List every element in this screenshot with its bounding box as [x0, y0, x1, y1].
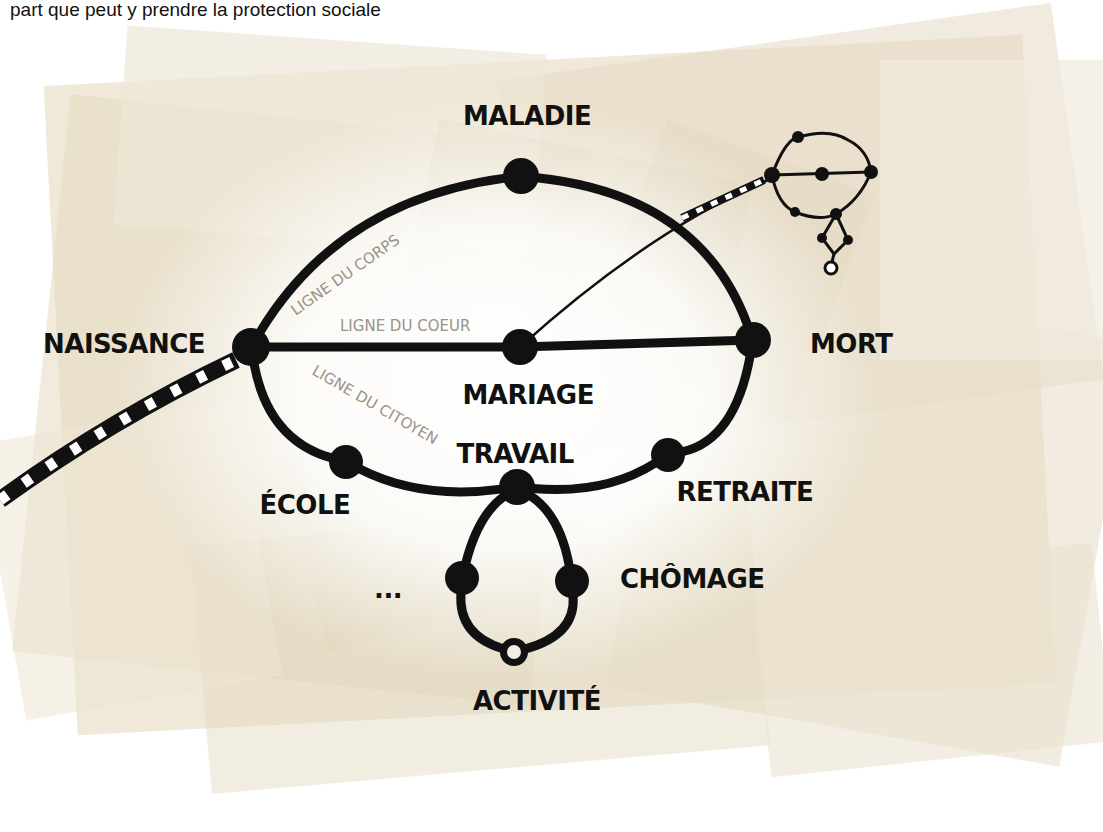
life-line: [683, 356, 751, 452]
life-line: [260, 178, 505, 332]
event-dot: ...: [445, 561, 479, 595]
event-label: MARIAGE: [463, 381, 594, 411]
timeline-dashed: [0, 360, 236, 500]
small-dashed-line: [682, 180, 764, 218]
event-dot: MALADIE: [503, 158, 539, 194]
event-dot: CHÔMAGE: [555, 564, 589, 598]
event-ring: ACTIVITÉ: [500, 638, 528, 666]
event-label: ...: [374, 575, 402, 605]
event-label: NAISSANCE: [43, 330, 205, 360]
event-label: ACTIVITÉ: [473, 687, 601, 717]
event-label: MALADIE: [463, 102, 591, 132]
event-dot: ÉCOLE: [329, 445, 363, 479]
line-label: LIGNE DU COEUR: [340, 317, 470, 335]
event-dot: MORT: [735, 322, 771, 358]
life-line: [268, 343, 504, 352]
event-dot: MARIAGE: [502, 329, 538, 365]
event-label: CHÔMAGE: [620, 565, 765, 595]
life-line: [530, 496, 569, 567]
event-label: TRAVAIL: [457, 440, 574, 470]
life-line: [466, 496, 504, 563]
event-label: RETRAITE: [677, 478, 814, 508]
event-dot: RETRAITE: [651, 438, 685, 472]
small-dashed-dashes: [682, 180, 764, 218]
center-glow: [120, 100, 880, 680]
life-line: [526, 596, 574, 649]
mini-diagram: [764, 131, 878, 274]
line-label: LIGNE DU CITOYEN: [309, 362, 441, 449]
life-line: [536, 340, 737, 346]
note-text: part que peut y prendre la protection so…: [10, 0, 381, 21]
line-label: LIGNE DU CORPS: [287, 231, 403, 319]
life-line: [537, 178, 748, 325]
event-label: MORT: [810, 330, 893, 360]
timeline-dashes: [0, 360, 236, 500]
life-line: [359, 469, 501, 492]
life-line: [461, 593, 503, 649]
paper-patches: [0, 3, 1103, 794]
event-label: ÉCOLE: [260, 491, 351, 521]
event-dot: NAISSANCE: [232, 328, 270, 366]
event-dot: TRAVAIL: [499, 469, 535, 505]
